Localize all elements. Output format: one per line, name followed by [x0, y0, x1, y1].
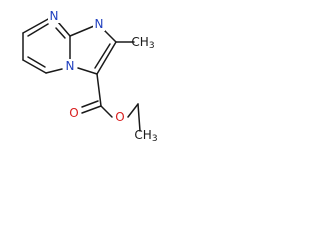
- atom-labels: N N N CH3 O O CH3: [48, 9, 158, 144]
- atom-n-bridge-label: N: [66, 59, 75, 73]
- bond-a3-a4-inner: [27, 56, 46, 68]
- bond-nimid-c2: [103, 29, 117, 43]
- bond-c2-c3: [96, 41, 117, 75]
- atom-methyl-ring: CH3: [131, 35, 154, 51]
- bond-oester-ch2: [127, 103, 139, 118]
- bond-a1-a2-inner: [27, 23, 49, 37]
- bond-a3-a4: [22, 59, 47, 74]
- atom-o-ester-label: O: [115, 110, 124, 124]
- bond-c8a-npyr: [57, 21, 71, 37]
- bond-c3-nbridge: [77, 67, 98, 75]
- atom-n-imidazole: N: [93, 17, 105, 31]
- bond-carbonyl-oester: [100, 105, 113, 118]
- atom-methyl-ring-label: CH3: [131, 35, 154, 51]
- chemical-structure: N N N CH3 O O CH3: [22, 9, 158, 144]
- bond-ch2-ch3: [137, 103, 141, 132]
- atom-n-pyrimidine: N: [48, 9, 60, 23]
- atom-methyl-ethyl: CH3: [134, 128, 157, 144]
- bond-c8a-nimid: [69, 25, 95, 37]
- atom-n-imidazole-label: N: [95, 17, 104, 31]
- bond-c3-carbonyl: [96, 73, 102, 107]
- bond-c2-c3-inner: [94, 43, 111, 69]
- bond-carbonyl-o: [81, 105, 102, 114]
- bond-c8a-npyr-inner: [55, 27, 66, 39]
- bonds: [22, 17, 141, 132]
- bond-a4-nbridge: [45, 68, 63, 74]
- atom-n-bridge: N: [64, 59, 76, 73]
- atom-o-carbonyl-label: O: [69, 106, 78, 120]
- bond-carbonyl-o-double: [81, 100, 99, 108]
- bond-a1-a2: [22, 17, 51, 34]
- atom-o-ester: O: [114, 110, 126, 124]
- atom-methyl-ethyl-label: CH3: [134, 128, 157, 144]
- atom-n-pyrimidine-label: N: [50, 9, 59, 23]
- atom-o-carbonyl: O: [68, 106, 80, 120]
